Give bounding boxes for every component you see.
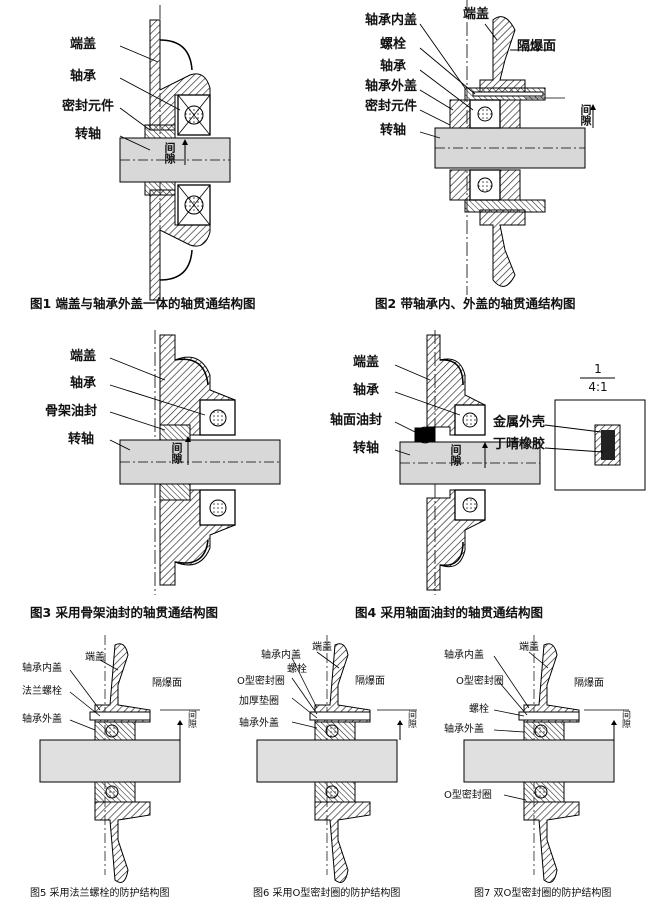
- fig7-label-inner-cover: 轴承内盖: [444, 650, 484, 661]
- fig1-label-seal: 密封元件: [62, 99, 115, 114]
- fig3-label-oil-seal: 骨架油封: [45, 404, 98, 419]
- figure-4: 端盖 轴承 轴面油封 转轴 金属外壳 丁晴橡胶 1 4:1 间隙 图4 采用轴面…: [325, 330, 650, 630]
- fig7-drawing: [463, 635, 629, 883]
- fig5-label-inner-cover: 轴承内盖: [22, 663, 62, 674]
- fig7-label-o-ring-top: O型密封圈: [456, 676, 504, 687]
- figure-3: 端盖 轴承 骨架油封 转轴 间隙 图3 采用骨架油封的轴贯通结构图: [0, 330, 325, 630]
- fig6-drawing: [256, 635, 417, 883]
- fig1-gap-label: 间隙: [163, 142, 176, 164]
- fig2-label-flameproof: 隔爆面: [517, 39, 557, 54]
- fig7-label-o-ring-bottom: O型密封圈: [444, 790, 492, 801]
- fig2-label-bearing: 轴承: [380, 59, 407, 74]
- fig3-label-shaft: 转轴: [68, 432, 95, 447]
- figure-5: 轴承内盖 端盖 法兰螺栓 隔爆面 轴承外盖 间隙 图5 采用法兰螺栓的防护结构图: [0, 630, 217, 907]
- fig4-scale-denominator: 4:1: [588, 380, 608, 394]
- fig5-gap-label: 间隙: [186, 710, 196, 728]
- fig7-label-flameproof: 隔爆面: [574, 678, 604, 689]
- fig2-label-end-cover: 端盖: [463, 7, 490, 22]
- fig5-label-flange-bolt: 法兰螺栓: [22, 686, 62, 697]
- fig2-label-bolt: 螺栓: [380, 37, 407, 52]
- fig7-caption: 图7 双O型密封圈的防护结构图: [474, 888, 612, 899]
- fig3-gap-label: 间隙: [170, 442, 183, 464]
- fig1-label-end-cover: 端盖: [70, 37, 97, 52]
- fig6-caption: 图6 采用O型密封圈的防护结构图: [253, 888, 401, 899]
- fig4-caption: 图4 采用轴面油封的轴贯通结构图: [355, 605, 544, 620]
- fig4-scale-numerator: 1: [594, 362, 602, 376]
- fig3-caption: 图3 采用骨架油封的轴贯通结构图: [30, 605, 219, 620]
- fig4-label-bearing: 轴承: [353, 383, 380, 398]
- figure-2: 轴承内盖 端盖 螺栓 隔爆面 轴承 轴承外盖 密封元件 转轴 间隙 图2 带轴承…: [325, 0, 650, 330]
- fig5-label-outer-cover: 轴承外盖: [22, 714, 62, 725]
- fig7-label-end-cover: 端盖: [519, 642, 539, 653]
- figure-6: 轴承内盖 端盖 螺栓 隔爆面 O型密封圈 加厚垫圈 轴承外盖 间隙 图6 采用O…: [217, 630, 434, 907]
- fig7-gap-label: 间隙: [620, 710, 630, 728]
- fig2-label-shaft: 转轴: [380, 123, 407, 138]
- fig6-label-inner-cover: 轴承内盖: [261, 650, 301, 661]
- fig3-label-bearing: 轴承: [70, 376, 97, 391]
- fig1-caption: 图1 端盖与轴承外盖一体的轴贯通结构图: [30, 296, 256, 311]
- figure-1: 端盖 轴承 密封元件 转轴 间隙 图1 端盖与轴承外盖一体的轴贯通结构图: [0, 0, 325, 330]
- fig4-label-nitrile-rubber: 丁晴橡胶: [493, 437, 546, 452]
- fig1-drawing: [119, 5, 231, 301]
- fig6-gap-label: 间隙: [406, 710, 416, 728]
- fig1-label-bearing: 轴承: [70, 69, 97, 84]
- fig2-label-seal: 密封元件: [365, 99, 418, 114]
- fig5-label-flameproof: 隔爆面: [152, 678, 182, 689]
- fig2-caption: 图2 带轴承内、外盖的轴贯通结构图: [375, 296, 576, 311]
- fig5-label-end-cover: 端盖: [85, 652, 105, 663]
- fig2-gap-label: 间隙: [579, 104, 592, 126]
- fig1-label-shaft: 转轴: [75, 127, 102, 142]
- fig3-drawing: [109, 330, 281, 595]
- fig7-label-outer-cover: 轴承外盖: [444, 724, 484, 735]
- fig2-label-inner-cover: 轴承内盖: [365, 13, 418, 28]
- fig6-label-bolt: 螺栓: [287, 664, 307, 675]
- fig6-label-washer: 加厚垫圈: [239, 696, 279, 707]
- fig2-label-outer-cover: 轴承外盖: [365, 79, 418, 94]
- fig3-label-end-cover: 端盖: [70, 349, 97, 364]
- fig5-drawing: [39, 635, 200, 883]
- fig2-drawing: [419, 0, 596, 295]
- fig4-label-shaft: 转轴: [353, 441, 380, 456]
- fig4-label-metal-shell: 金属外壳: [493, 415, 546, 430]
- fig6-label-end-cover: 端盖: [312, 642, 332, 653]
- fig4-label-end-cover: 端盖: [353, 355, 380, 370]
- fig5-caption: 图5 采用法兰螺栓的防护结构图: [30, 888, 170, 899]
- fig7-label-bolt: 螺栓: [469, 704, 489, 715]
- fig4-gap-label: 间隙: [449, 444, 462, 466]
- fig6-label-flameproof: 隔爆面: [355, 676, 385, 687]
- fig6-label-o-ring: O型密封圈: [237, 676, 285, 687]
- fig6-label-outer-cover: 轴承外盖: [239, 718, 279, 729]
- figure-7: 轴承内盖 端盖 O型密封圈 隔爆面 螺栓 轴承外盖 O型密封圈 间隙 图7 双O…: [434, 630, 650, 907]
- fig4-drawing: [394, 330, 646, 595]
- fig4-label-oil-seal: 轴面油封: [330, 413, 383, 428]
